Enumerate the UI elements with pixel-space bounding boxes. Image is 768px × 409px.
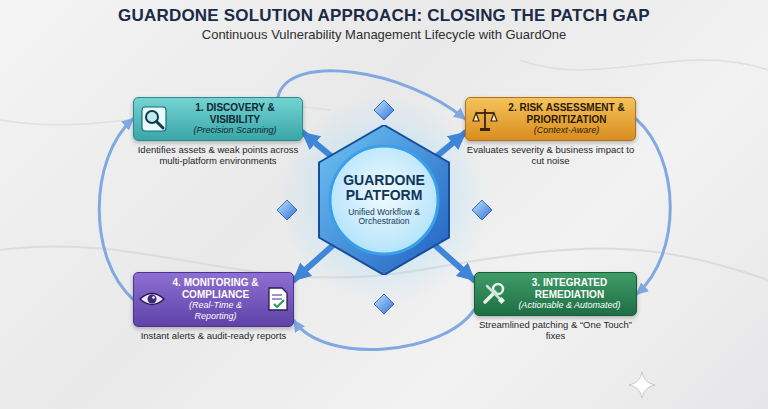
- diagram-title: GUARDONE SOLUTION APPROACH: CLOSING THE …: [0, 6, 768, 26]
- scales-icon: [471, 105, 499, 133]
- gem-symbol: [277, 200, 297, 220]
- process-box: 4. MONITORING & COMPLIANCE(Real-Time & R…: [133, 272, 294, 327]
- stage-group: 4. MONITORING & COMPLIANCE(Real-Time & R…: [133, 272, 294, 341]
- diagram-subtitle: Continuous Vulnerability Management Life…: [0, 27, 768, 42]
- step-subheading: (Actionable & Automated): [509, 300, 630, 311]
- step-subheading: (Real-Time & Reporting): [168, 300, 263, 322]
- wrench-icon: [479, 280, 507, 308]
- stage-group: 3. INTEGRATED REMEDIATION(Actionable & A…: [474, 272, 637, 342]
- hub-arrow: [435, 133, 465, 158]
- gem-symbol: [374, 294, 394, 314]
- hub-subtitle: Unified Workflow & Orchestration: [334, 208, 434, 228]
- step-description: Evaluates severity & business impact to …: [465, 144, 636, 167]
- process-box: 1. DISCOVERY & VISIBILITY(Precision Scan…: [133, 97, 303, 141]
- hub-arrow: [433, 244, 474, 280]
- step-heading: 3. INTEGRATED REMEDIATION: [509, 277, 630, 300]
- step-heading: 4. MONITORING & COMPLIANCE: [168, 277, 263, 300]
- step-subheading: (Context-Aware): [504, 125, 629, 136]
- step-heading: 2. RISK ASSESSMENT & PRIORITIZATION: [504, 102, 629, 125]
- step-subheading: (Precision Scanning): [174, 125, 296, 136]
- hub-label-area: GUARDONE PLATFORM Unified Workflow & Orch…: [334, 150, 434, 250]
- process-box: 2. RISK ASSESSMENT & PRIORITIZATION(Cont…: [465, 97, 636, 141]
- stage-group: 2. RISK ASSESSMENT & PRIORITIZATION(Cont…: [465, 97, 636, 167]
- hub-title: GUARDONE PLATFORM: [334, 173, 434, 204]
- cycle-arrow: [636, 119, 670, 294]
- step-description: Identifies assets & weak points across m…: [133, 144, 303, 167]
- process-box: 3. INTEGRATED REMEDIATION(Actionable & A…: [474, 272, 637, 316]
- step-description: Streamlined patching & “One Touch” fixes: [474, 319, 637, 342]
- sparkle-mark: [629, 372, 655, 398]
- step-description: Instant alerts & audit-ready reports: [133, 330, 294, 341]
- magnifier-icon: [140, 105, 168, 133]
- doc-icon: [263, 285, 291, 313]
- gem-symbol: [472, 200, 492, 220]
- eye-icon: [138, 285, 166, 313]
- marble-vein: [520, 60, 768, 70]
- platform-hub: GUARDONE PLATFORM Unified Workflow & Orch…: [309, 125, 459, 275]
- stage-group: 1. DISCOVERY & VISIBILITY(Precision Scan…: [133, 97, 303, 167]
- hub-arrow: [303, 133, 333, 158]
- platform-glow: [279, 95, 489, 305]
- hub-arrow: [294, 244, 335, 280]
- cycle-arrow: [294, 310, 474, 350]
- step-heading: 1. DISCOVERY & VISIBILITY: [174, 102, 296, 125]
- cycle-arrow: [99, 119, 133, 299]
- gem-symbol: [374, 100, 394, 120]
- cycle-arrow: [278, 71, 465, 119]
